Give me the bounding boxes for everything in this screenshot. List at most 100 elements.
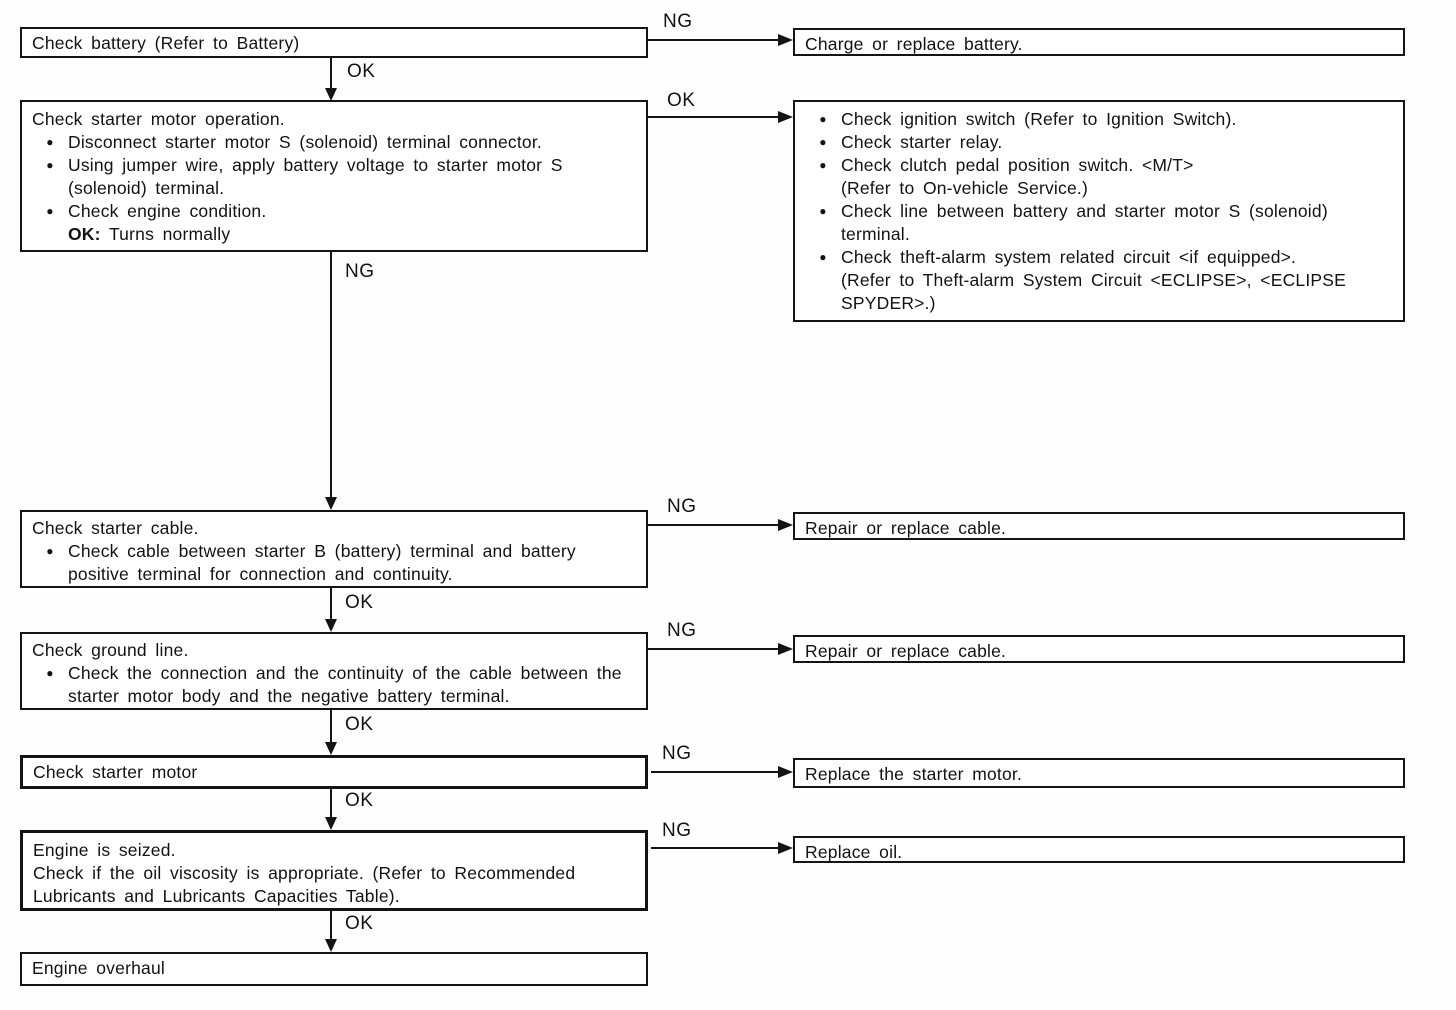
bullet-text: Check line between battery and starter m… bbox=[841, 201, 1328, 244]
bullet-text: Disconnect starter motor S (solenoid) te… bbox=[68, 132, 542, 152]
arrow-line-battery-to-starter-op bbox=[330, 57, 332, 90]
box-title: Check starter motor operation. bbox=[32, 109, 285, 129]
result-keyword: OK: bbox=[68, 224, 101, 244]
box-title: Engine is seized. bbox=[33, 840, 176, 860]
box-title: Check starter motor bbox=[33, 762, 198, 782]
arrow-head-right-icon bbox=[778, 111, 793, 123]
bullet-item: ● Check engine condition. OK: Turns norm… bbox=[32, 200, 638, 246]
arrow-line-ground-to-starter-motor bbox=[330, 710, 332, 744]
flow-box-check-ground-line: Check ground line. ● Check the connectio… bbox=[20, 632, 648, 710]
bullet-item: ● Check line between battery and starter… bbox=[805, 200, 1395, 246]
bullet-icon: ● bbox=[819, 158, 827, 172]
bullet-text-line: Check clutch pedal position switch. <M/T… bbox=[841, 155, 1194, 175]
bullet-text: Check starter relay. bbox=[841, 132, 1003, 152]
remedy-box-replace-oil: Replace oil. bbox=[793, 836, 1405, 863]
ng-label-2: NG bbox=[667, 496, 697, 517]
remedy-box-repair-or-replace-cable-1: Repair or replace cable. bbox=[793, 512, 1405, 540]
bullet-item: ● Using jumper wire, apply battery volta… bbox=[32, 154, 638, 200]
bullet-note-line: (Refer to On-vehicle Service.) bbox=[841, 178, 1088, 198]
bullet-text: Check theft-alarm system related circuit… bbox=[841, 246, 1395, 315]
box-title: Check starter cable. bbox=[32, 518, 199, 538]
arrow-line-starter-op-ok bbox=[648, 116, 779, 118]
flow-box-engine-is-seized: Engine is seized. Check if the oil visco… bbox=[20, 830, 648, 911]
bullet-item: ● Check the connection and the continuit… bbox=[32, 662, 638, 708]
bullet-icon: ● bbox=[46, 204, 54, 218]
arrow-line-cable-to-ground bbox=[330, 588, 332, 621]
ng-label-4: NG bbox=[662, 743, 692, 764]
bullet-item: ● Check theft-alarm system related circu… bbox=[805, 246, 1395, 315]
arrow-line-cable-ng bbox=[648, 524, 779, 526]
arrow-line-ground-ng bbox=[648, 648, 779, 650]
bullet-icon: ● bbox=[46, 158, 54, 172]
ng-label-1: NG bbox=[663, 11, 693, 32]
flow-box-check-starter-motor-operation: Check starter motor operation. ● Disconn… bbox=[20, 100, 648, 252]
remedy-box-repair-or-replace-cable-2: Repair or replace cable. bbox=[793, 635, 1405, 663]
box-title: Engine overhaul bbox=[32, 958, 165, 978]
arrow-head-right-icon bbox=[778, 766, 793, 778]
ok-label-2: OK bbox=[345, 592, 374, 613]
remedy-box-replace-starter-motor: Replace the starter motor. bbox=[793, 758, 1405, 788]
box-text: Replace oil. bbox=[805, 842, 903, 862]
box-text-line: Check if the oil viscosity is appropriat… bbox=[33, 863, 576, 906]
bullet-text: Check engine condition. OK: Turns normal… bbox=[68, 200, 638, 246]
arrow-head-right-icon bbox=[778, 34, 793, 46]
bullet-text: Using jumper wire, apply battery voltage… bbox=[68, 155, 563, 198]
bullet-text-line: Check theft-alarm system related circuit… bbox=[841, 247, 1297, 267]
bullet-item: ● Check ignition switch (Refer to Igniti… bbox=[805, 108, 1395, 131]
arrow-head-right-icon bbox=[778, 519, 793, 531]
result-text: Turns normally bbox=[108, 224, 231, 244]
remedy-box-ignition-circuit-checks: ● Check ignition switch (Refer to Igniti… bbox=[793, 100, 1405, 322]
box-title: Check ground line. bbox=[32, 640, 189, 660]
arrow-head-down-icon bbox=[325, 742, 337, 755]
bullet-item: ● Check cable between starter B (battery… bbox=[32, 540, 638, 586]
bullet-icon: ● bbox=[46, 135, 54, 149]
bullet-icon: ● bbox=[819, 135, 827, 149]
arrow-line-seized-to-overhaul bbox=[330, 911, 332, 941]
arrow-line-starter-motor-ng bbox=[651, 771, 779, 773]
bullet-item: ● Check clutch pedal position switch. <M… bbox=[805, 154, 1395, 200]
ok-label-5: OK bbox=[345, 913, 374, 934]
bullet-icon: ● bbox=[819, 112, 827, 126]
arrow-line-battery-ng bbox=[648, 39, 779, 41]
arrow-line-starter-motor-to-seized bbox=[330, 789, 332, 819]
bullet-icon: ● bbox=[819, 204, 827, 218]
box-text: Charge or replace battery. bbox=[805, 34, 1023, 54]
arrow-head-right-icon bbox=[778, 643, 793, 655]
box-title: Check battery (Refer to Battery) bbox=[32, 33, 300, 53]
arrow-line-seized-ng bbox=[651, 847, 779, 849]
arrow-head-down-icon bbox=[325, 939, 337, 952]
ng-label-5: NG bbox=[662, 820, 692, 841]
box-text: Repair or replace cable. bbox=[805, 518, 1007, 538]
ok-label-right: OK bbox=[667, 90, 696, 111]
bullet-item: ● Check starter relay. bbox=[805, 131, 1395, 154]
arrow-head-down-icon bbox=[325, 817, 337, 830]
box-text: Replace the starter motor. bbox=[805, 764, 1023, 784]
bullet-text: Check ignition switch (Refer to Ignition… bbox=[841, 109, 1237, 129]
ng-label-long-drop: NG bbox=[345, 261, 375, 282]
bullet-result-line: OK: Turns normally bbox=[68, 223, 638, 246]
arrow-head-down-icon bbox=[325, 497, 337, 510]
box-text: Repair or replace cable. bbox=[805, 641, 1007, 661]
arrow-line-starter-op-to-cable bbox=[330, 252, 332, 499]
ng-label-3: NG bbox=[667, 620, 697, 641]
bullet-text: Check the connection and the continuity … bbox=[68, 663, 622, 706]
remedy-box-charge-or-replace-battery: Charge or replace battery. bbox=[793, 28, 1405, 56]
bullet-icon: ● bbox=[819, 250, 827, 264]
flow-box-check-battery: Check battery (Refer to Battery) bbox=[20, 27, 648, 58]
flow-box-check-starter-cable: Check starter cable. ● Check cable betwe… bbox=[20, 510, 648, 588]
flow-box-engine-overhaul: Engine overhaul bbox=[20, 952, 648, 986]
bullet-item: ● Disconnect starter motor S (solenoid) … bbox=[32, 131, 638, 154]
ok-label-3: OK bbox=[345, 714, 374, 735]
arrow-head-down-icon bbox=[325, 619, 337, 632]
arrow-head-right-icon bbox=[778, 842, 793, 854]
bullet-icon: ● bbox=[46, 666, 54, 680]
bullet-text: Check clutch pedal position switch. <M/T… bbox=[841, 154, 1395, 200]
bullet-icon: ● bbox=[46, 544, 54, 558]
ok-label-1: OK bbox=[347, 61, 376, 82]
ok-label-4: OK bbox=[345, 790, 374, 811]
bullet-text: Check cable between starter B (battery) … bbox=[68, 541, 576, 584]
bullet-note-line: (Refer to Theft-alarm System Circuit <EC… bbox=[841, 270, 1347, 313]
arrow-head-down-icon bbox=[325, 88, 337, 101]
bullet-text-line: Check engine condition. bbox=[68, 201, 267, 221]
